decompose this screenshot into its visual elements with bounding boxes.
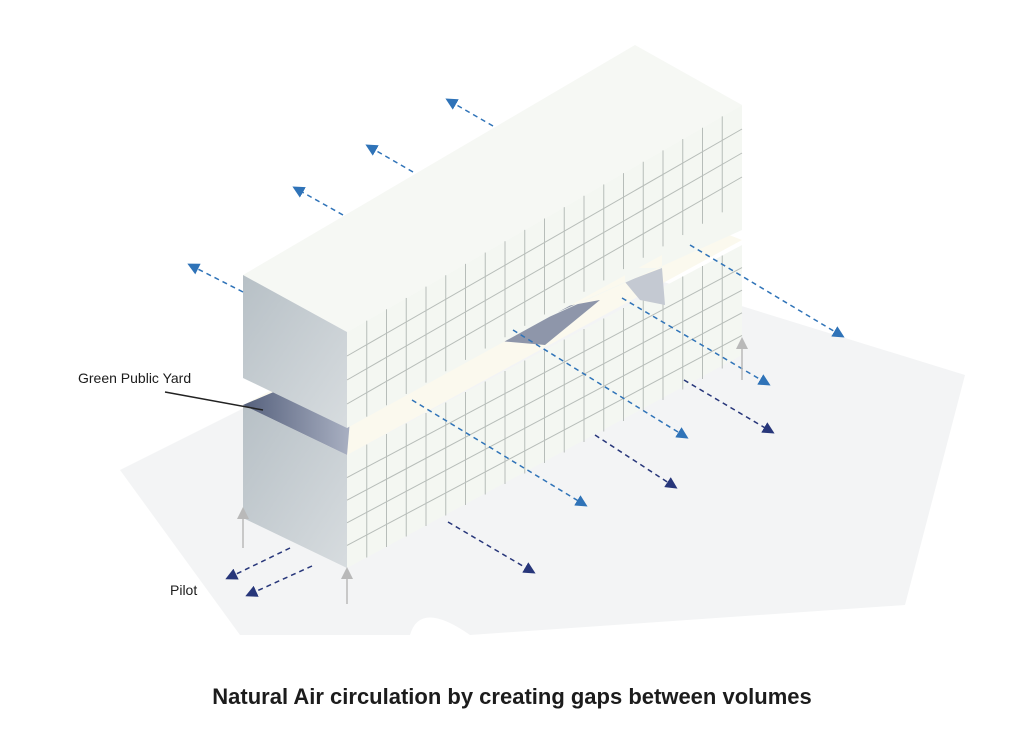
facade-grid-line <box>346 334 743 546</box>
dashed-arrow-icon <box>621 297 771 386</box>
dashed-arrow-icon <box>512 329 689 439</box>
lower-volume-grid <box>346 255 743 558</box>
dashed-arrow-icon <box>292 186 344 216</box>
facade-grid-line <box>346 128 743 357</box>
dashed-arrow-icon <box>411 399 588 507</box>
upper-volume <box>243 45 743 428</box>
gap-shadow-recess-right <box>625 268 665 305</box>
diagram-caption: Natural Air circulation by creating gaps… <box>212 684 812 709</box>
facade-grid-line <box>346 289 743 501</box>
dashed-arrow-icon <box>594 434 678 489</box>
gap-shadow <box>243 385 350 455</box>
facade-grid-line <box>346 176 743 405</box>
facade-grid-line <box>346 312 743 524</box>
upper-volume-side <box>243 275 347 428</box>
facade-grid-line <box>346 152 743 381</box>
green-public-yard-label: Green Public Yard <box>78 370 192 386</box>
dashed-arrow-icon <box>445 98 494 127</box>
air-flow-arrows-lower <box>225 379 775 597</box>
yard-leader-line <box>164 391 264 411</box>
dashed-arrow-icon <box>689 244 845 338</box>
upper-volume-roof <box>243 45 742 332</box>
pilot-label: Pilot <box>170 582 198 598</box>
dashed-arrow-icon <box>225 547 291 580</box>
lower-volume-side <box>243 405 347 568</box>
dashed-arrow-icon <box>187 263 244 293</box>
air-flow-arrows-upper <box>187 98 845 507</box>
dashed-arrow-icon <box>447 521 536 574</box>
dashed-arrow-icon <box>365 144 414 173</box>
lower-volume <box>243 245 743 568</box>
dashed-arrow-icon <box>245 565 313 597</box>
dashed-arrow-icon <box>683 379 775 434</box>
facade-grid-line <box>346 267 743 479</box>
upper-volume-grid <box>346 116 743 417</box>
pilot-arrows <box>237 337 748 604</box>
